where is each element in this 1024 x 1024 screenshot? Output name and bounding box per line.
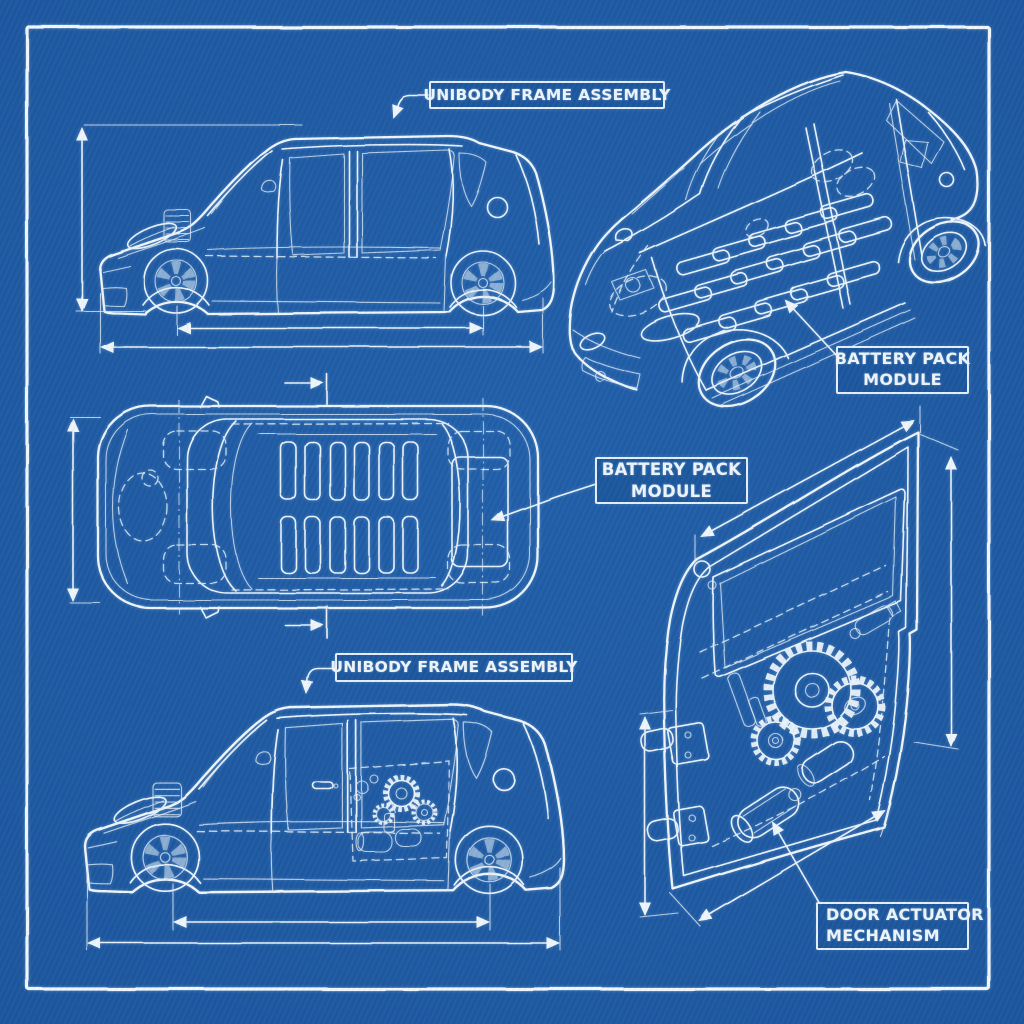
isometric-view-drawing	[568, 70, 986, 408]
callout-leader-lines	[300, 95, 838, 907]
iso-front-wheel	[697, 338, 777, 408]
battery-floor-modules	[658, 193, 893, 343]
battery-pack-slats	[280, 441, 419, 574]
door-detail-dimension-lines	[639, 405, 959, 927]
door-hinges	[640, 721, 710, 847]
side-view-top-dimension-lines	[75, 124, 544, 354]
label-text-line1: BATTERY PACK	[601, 460, 742, 480]
actuator-cylinder-secondary	[797, 740, 854, 787]
top-view-dimension-lines	[67, 373, 328, 639]
side-view-bottom-drawing	[85, 704, 564, 951]
latch-assembly	[849, 600, 902, 640]
window-regulator-gears	[751, 641, 886, 766]
label-text: UNIBODY FRAME ASSEMBLY	[423, 85, 671, 104]
label-text-line2: MODULE	[863, 370, 942, 389]
side-view-top-drawing	[75, 124, 554, 354]
iso-rear-wheel	[908, 220, 980, 284]
actuator-cylinder-main	[730, 786, 802, 843]
leader-unibody-bottom	[300, 667, 337, 695]
side-view-bottom-dimension-lines	[86, 861, 561, 951]
label-battery-pack-module-mid: BATTERY PACK MODULE	[595, 457, 748, 504]
leader-battery-mid	[491, 483, 597, 522]
label-unibody-frame-assembly-bottom: UNIBODY FRAME ASSEMBLY	[330, 653, 577, 682]
door-detail-drawing	[639, 405, 959, 927]
label-battery-pack-module-right: BATTERY PACK MODULE	[834, 346, 971, 394]
sheet-border	[25, 25, 991, 991]
label-text: UNIBODY FRAME ASSEMBLY	[330, 658, 578, 677]
door-handle	[312, 781, 334, 790]
label-text-line1: BATTERY PACK	[834, 349, 971, 369]
leader-unibody-top	[392, 95, 430, 119]
leader-battery-right	[784, 299, 838, 357]
top-view-drawing	[67, 373, 540, 639]
label-unibody-frame-assembly-top: UNIBODY FRAME ASSEMBLY	[423, 81, 670, 109]
label-door-actuator-mechanism: DOOR ACTUATOR MECHANISM	[816, 902, 983, 950]
label-text-line2: MODULE	[630, 481, 713, 501]
label-text-line1: DOOR ACTUATOR	[826, 905, 984, 925]
label-text-line2: MECHANISM	[826, 926, 940, 945]
leader-door-actuator	[771, 821, 822, 907]
door-mechanism-cutaway	[349, 760, 450, 862]
